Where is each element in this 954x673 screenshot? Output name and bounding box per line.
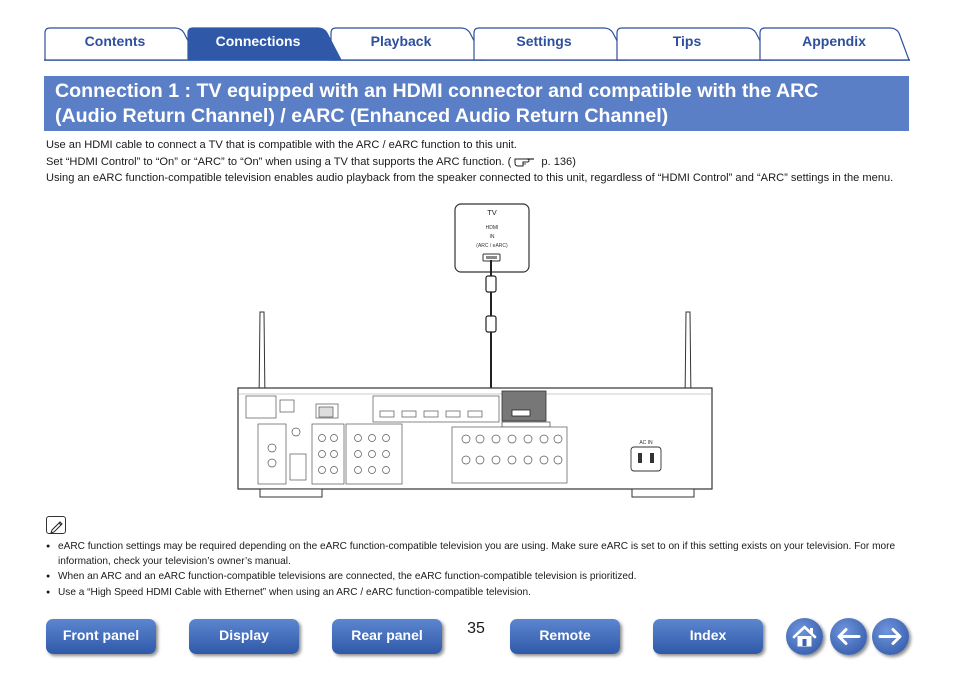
connection-diagram: TV HDMI IN (ARC / eARC) xyxy=(230,198,720,510)
tab-contents[interactable]: Contents xyxy=(84,33,146,49)
top-tab-bar: Contents Connections Playback Settings T… xyxy=(44,27,910,61)
pencil-glyph xyxy=(50,521,63,534)
ac-inlet xyxy=(630,446,662,472)
home-button[interactable] xyxy=(786,618,823,655)
tab-shapes xyxy=(44,27,910,61)
tab-playback[interactable]: Playback xyxy=(370,33,432,49)
arrow-left-icon xyxy=(837,628,861,645)
arrow-right-icon xyxy=(878,628,902,645)
pointing-hand-icon[interactable] xyxy=(514,155,536,167)
page-title-line-2: (Audio Return Channel) / eARC (Enhanced … xyxy=(55,105,669,127)
hdmi-plug-top xyxy=(485,275,497,293)
tab-shape-connections xyxy=(187,27,342,61)
intro-p2-text: Set “HDMI Control” to “On” or “ARC” to “… xyxy=(46,155,512,168)
note-item: eARC function settings may be required d… xyxy=(46,540,911,569)
ac-in-label: AC IN xyxy=(639,440,653,446)
tab-shape-settings xyxy=(473,27,628,61)
diagram-svg: TV HDMI IN (ARC / eARC) xyxy=(237,203,713,498)
hdmi-out-arc-port xyxy=(501,390,547,422)
intro-paragraph-3: Using an eARC function-compatible televi… xyxy=(46,172,894,184)
tab-shape-playback xyxy=(330,27,485,61)
mid-rca-cluster xyxy=(354,434,390,474)
forward-button[interactable] xyxy=(872,618,909,655)
notes-list: eARC function settings may be required d… xyxy=(46,540,911,602)
intro-page-ref[interactable]: p. 136) xyxy=(538,155,576,168)
tab-appendix[interactable]: Appendix xyxy=(802,33,866,49)
pencil-note-icon xyxy=(46,516,66,534)
receiver-foot-right xyxy=(631,488,695,498)
display-button[interactable]: Display xyxy=(189,619,299,654)
front-panel-button[interactable]: Front panel xyxy=(46,619,156,654)
tab-tips[interactable]: Tips xyxy=(672,33,702,49)
tv-port-label-1: HDMI xyxy=(486,225,499,231)
hdmi-plug-bottom xyxy=(485,315,497,333)
index-button[interactable]: Index xyxy=(653,619,763,654)
tab-shape-tips xyxy=(616,27,771,61)
tv-port-label-3: (ARC / eARC) xyxy=(476,243,508,249)
note-item: Use a “High Speed HDMI Cable with Ethern… xyxy=(46,586,911,601)
intro-paragraph-1: Use an HDMI cable to connect a TV that i… xyxy=(46,139,517,151)
receiver-foot-left xyxy=(259,488,323,498)
intro-text: Use an HDMI cable to connect a TV that i… xyxy=(46,137,911,187)
rear-panel-button[interactable]: Rear panel xyxy=(332,619,442,654)
speaker-terminals xyxy=(451,426,568,484)
tab-settings[interactable]: Settings xyxy=(516,33,572,49)
tv-port-label-2: IN xyxy=(490,234,495,240)
hdmi-input-row xyxy=(372,395,500,423)
tab-shape-appendix xyxy=(759,27,910,61)
tab-connections[interactable]: Connections xyxy=(215,33,301,49)
page-title-line-1: Connection 1 : TV equipped with an HDMI … xyxy=(55,80,819,102)
page-title: Connection 1 : TV equipped with an HDMI … xyxy=(55,79,898,129)
note-item: When an ARC and an eARC function-compati… xyxy=(46,570,911,585)
tab-shape-contents xyxy=(44,27,199,61)
section-heading: Connection 1 : TV equipped with an HDMI … xyxy=(44,76,909,131)
remote-button[interactable]: Remote xyxy=(510,619,620,654)
intro-paragraph-2: Set “HDMI Control” to “On” or “ARC” to “… xyxy=(46,154,911,171)
tv-label: TV xyxy=(487,208,497,217)
home-icon xyxy=(792,625,817,647)
page-number: 35 xyxy=(467,620,485,637)
back-button[interactable] xyxy=(830,618,867,655)
